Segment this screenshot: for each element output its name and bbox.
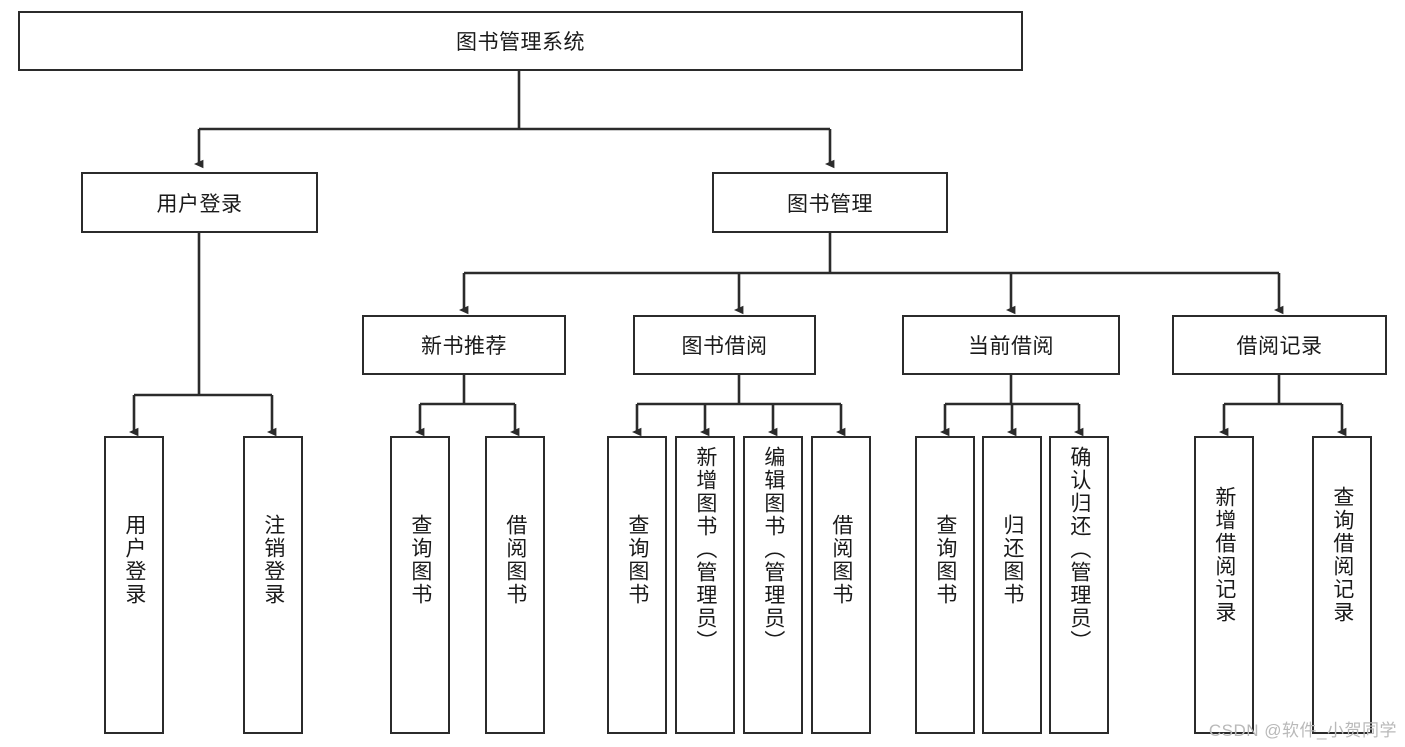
- node-label: 用户登录: [156, 192, 243, 216]
- leaf-return-book[interactable]: 归还图书: [982, 436, 1042, 734]
- leaf-confirm-return-admin[interactable]: 确认归还（管理员）: [1049, 436, 1109, 734]
- leaf-user-login[interactable]: 用户登录: [104, 436, 164, 734]
- node-label: 图书借阅: [681, 335, 768, 358]
- node-book-management[interactable]: 图书管理: [712, 172, 948, 233]
- node-label: 新增借阅记录: [1212, 486, 1236, 624]
- node-borrow-record[interactable]: 借阅记录: [1172, 315, 1387, 375]
- leaf-edit-book-admin[interactable]: 编辑图书（管理员）: [743, 436, 803, 734]
- node-label: 查询图书: [933, 514, 957, 606]
- node-current-borrow[interactable]: 当前借阅: [902, 315, 1120, 375]
- leaf-query-borrow-record[interactable]: 查询借阅记录: [1312, 436, 1372, 734]
- node-label: 编辑图书（管理员）: [761, 446, 785, 653]
- node-label: 归还图书: [1000, 514, 1024, 606]
- watermark: CSDN @软件_小贺同学: [1208, 721, 1397, 740]
- leaf-add-borrow-record[interactable]: 新增借阅记录: [1194, 436, 1254, 734]
- node-label: 图书管理系统: [456, 31, 585, 54]
- node-label: 注销登录: [261, 514, 285, 606]
- node-label: 借阅记录: [1236, 335, 1323, 358]
- node-user-login[interactable]: 用户登录: [81, 172, 318, 233]
- node-label: 借阅图书: [503, 514, 527, 606]
- node-root[interactable]: 图书管理系统: [18, 11, 1023, 71]
- leaf-borrow-book-recommend[interactable]: 借阅图书: [485, 436, 545, 734]
- node-label: 查询借阅记录: [1330, 486, 1354, 624]
- leaf-borrow-book[interactable]: 借阅图书: [811, 436, 871, 734]
- node-label: 查询图书: [625, 514, 649, 606]
- node-label: 当前借阅: [968, 335, 1054, 358]
- node-label: 图书管理: [787, 192, 873, 216]
- node-label: 新增图书（管理员）: [693, 446, 717, 653]
- leaf-query-book-borrow[interactable]: 查询图书: [607, 436, 667, 734]
- node-label: 借阅图书: [829, 514, 853, 606]
- node-label: 用户登录: [122, 514, 146, 606]
- leaf-query-book-recommend[interactable]: 查询图书: [390, 436, 450, 734]
- node-book-borrow[interactable]: 图书借阅: [633, 315, 816, 375]
- node-label: 新书推荐: [421, 335, 507, 358]
- node-label: 查询图书: [408, 514, 432, 606]
- leaf-logout[interactable]: 注销登录: [243, 436, 303, 734]
- node-label: 确认归还（管理员）: [1067, 446, 1091, 653]
- node-new-book-recommend[interactable]: 新书推荐: [362, 315, 566, 375]
- leaf-add-book-admin[interactable]: 新增图书（管理员）: [675, 436, 735, 734]
- leaf-query-book-current[interactable]: 查询图书: [915, 436, 975, 734]
